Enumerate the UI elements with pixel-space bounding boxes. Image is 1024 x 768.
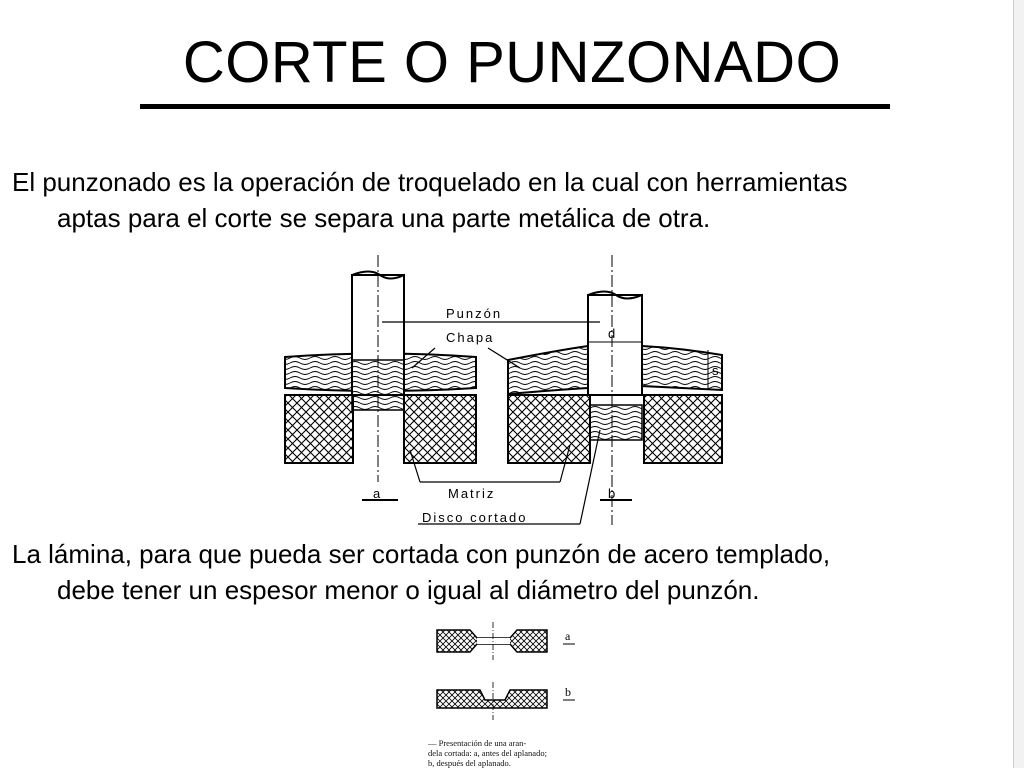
punching-diagram: Punzón Chapa d s Matriz Disco cortado a … [284, 255, 723, 525]
washer-label-a: a [565, 629, 571, 643]
caption-line: — Presentación de una aran- [428, 738, 527, 748]
caption-line: dela cortada: a, antes del aplanado; [428, 748, 547, 758]
paragraph-definition: El punzonado es la operación de troquela… [12, 164, 1012, 236]
slide-title: CORTE O PUNZONADO [182, 30, 842, 95]
label-disco-cortado: Disco cortado [422, 510, 527, 525]
washer-b [436, 682, 575, 720]
washer-a [436, 622, 575, 660]
washer-caption: — Presentación de una aran- dela cortada… [428, 738, 603, 768]
diagram-a [284, 255, 477, 501]
paragraph-line: aptas para el corte se separa una parte … [57, 203, 711, 233]
caption-line: b, después del aplanado. [428, 758, 511, 768]
paragraph-line: La lámina, para que pueda ser cortada co… [12, 539, 831, 569]
label-punzon: Punzón [446, 306, 502, 321]
label-chapa: Chapa [446, 330, 494, 345]
label-a: a [373, 486, 382, 501]
washer-label-b: b [565, 685, 571, 699]
washer-diagram: a b [436, 622, 575, 720]
paragraph-line: El punzonado es la operación de troquela… [12, 167, 848, 197]
window-edge [1013, 0, 1024, 768]
paragraph-requirement: La lámina, para que pueda ser cortada co… [12, 536, 1012, 608]
title-underline [140, 104, 890, 109]
label-d: d [608, 326, 617, 341]
paragraph-line: debe tener un espesor menor o igual al d… [57, 575, 760, 605]
label-b: b [608, 486, 617, 501]
label-matriz: Matriz [448, 486, 495, 501]
diagram-b [507, 255, 723, 525]
label-s: s [712, 363, 721, 378]
